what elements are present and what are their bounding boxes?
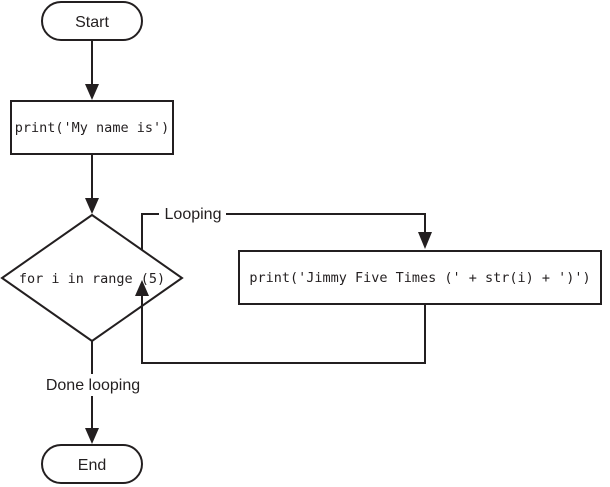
start-label: Start bbox=[75, 14, 109, 31]
arrow-looping: Looping bbox=[141, 206, 432, 250]
loop-condition-code: for i in range (5) bbox=[19, 271, 165, 287]
arrow-done-looping: Done looping bbox=[46, 341, 140, 444]
print-name-code: print('My name is') bbox=[15, 120, 169, 136]
loop-decision-node: for i in range (5) bbox=[0, 213, 184, 343]
done-looping-label: Done looping bbox=[46, 377, 140, 394]
arrow-start-to-print bbox=[85, 40, 99, 100]
arrow-print-to-decision bbox=[85, 154, 99, 214]
end-node: End bbox=[41, 444, 143, 484]
end-label: End bbox=[78, 457, 106, 474]
arrow-return bbox=[135, 280, 426, 364]
print-loop-code: print('Jimmy Five Times (' + str(i) + ')… bbox=[249, 270, 590, 286]
start-node: Start bbox=[41, 1, 143, 41]
looping-label: Looping bbox=[165, 206, 222, 223]
print-loop-node: print('Jimmy Five Times (' + str(i) + ')… bbox=[238, 250, 602, 305]
print-name-node: print('My name is') bbox=[10, 100, 174, 155]
